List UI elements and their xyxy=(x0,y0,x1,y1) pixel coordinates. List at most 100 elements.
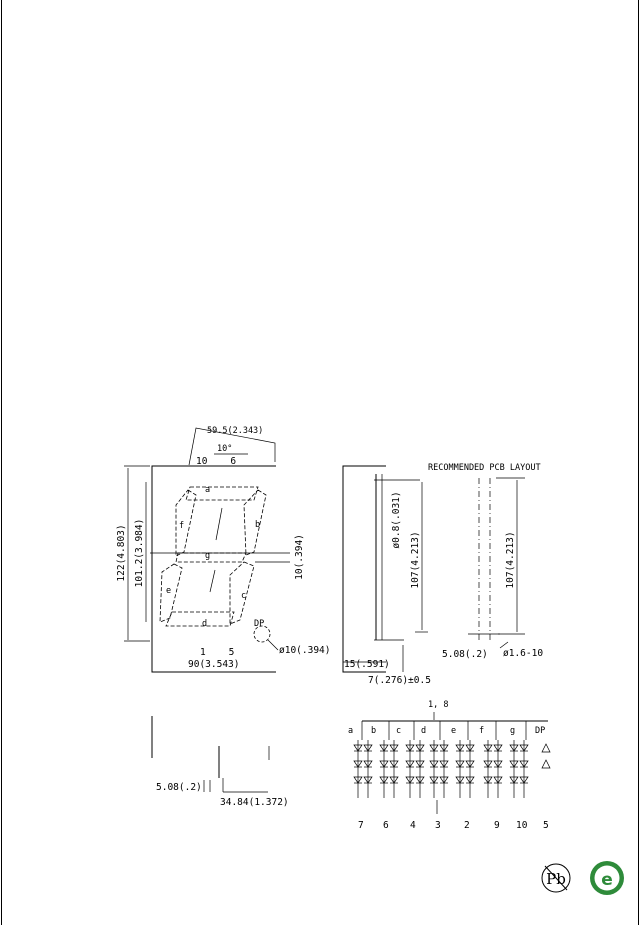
dp-diode-2 xyxy=(541,759,551,769)
dim-digit-height: 101.2(3.984) xyxy=(134,519,145,588)
led-diode-icon xyxy=(415,776,425,784)
led-diode-icon xyxy=(465,776,475,784)
dim-bottom-row: 34.84(1.372) xyxy=(220,797,289,808)
seg-label-d: d xyxy=(421,726,426,736)
led-diode-icon xyxy=(429,744,439,752)
dp-label: DP xyxy=(254,619,264,629)
seg-label-c: c xyxy=(396,726,401,736)
led-diode-icon xyxy=(483,760,493,768)
pins-top: 10 6 xyxy=(196,456,236,467)
side-body-outline xyxy=(342,465,386,673)
seg-label-g: g xyxy=(510,726,515,736)
dim-line-top xyxy=(188,427,276,466)
dim-top: 59.5(2.343) xyxy=(207,426,263,436)
front-view: 122(4.803) 101.2(3.984) 59.5(2.343) 10° … xyxy=(116,426,330,673)
dim-side-length: 107(4.213) xyxy=(410,531,421,588)
pin-number-dp: 5 xyxy=(543,820,549,831)
pin-number-e: 2 xyxy=(464,820,470,831)
led-diode-icon xyxy=(439,776,449,784)
pcb-layout-title: RECOMMENDED PCB LAYOUT xyxy=(428,463,541,473)
led-diode-icon xyxy=(405,760,415,768)
led-diode-icon xyxy=(353,776,363,784)
led-diode-icon xyxy=(493,760,503,768)
seg-label-dp: DP xyxy=(535,726,545,736)
pin-number-f: 9 xyxy=(494,820,500,831)
dim-pcb-pitch: 5.08(.2) xyxy=(442,649,488,660)
front-body-outline xyxy=(151,465,276,673)
led-diode-icon xyxy=(363,744,373,752)
segment-c xyxy=(229,561,255,625)
segment-label-d: d xyxy=(202,619,207,629)
led-diode-icon xyxy=(353,744,363,752)
pins-bottom: 1 5 xyxy=(200,647,234,658)
dim-pin-dia: ø0.8(.031) xyxy=(391,491,402,548)
led-diode-icon xyxy=(519,744,529,752)
segment-e xyxy=(159,563,183,623)
led-diode-icon xyxy=(379,744,389,752)
seg-label-f: f xyxy=(479,726,484,736)
pcb-layout: RECOMMENDED PCB LAYOUT 107(4.213) 5.08(.… xyxy=(428,463,543,660)
bottom-view: 5.08(.2) 34.84(1.372) xyxy=(151,716,289,808)
led-diode-icon xyxy=(509,744,519,752)
led-diode-icon xyxy=(363,776,373,784)
segment-f xyxy=(175,489,197,557)
led-diode-icon xyxy=(509,776,519,784)
led-diode-icon xyxy=(389,760,399,768)
segment-a xyxy=(185,486,259,501)
led-diode-icon xyxy=(509,760,519,768)
led-diode-icon xyxy=(455,760,465,768)
diode-grid xyxy=(353,740,529,798)
pin-number-d: 3 xyxy=(435,820,441,831)
dp-outline xyxy=(253,625,271,643)
led-diode-icon xyxy=(379,776,389,784)
dim-pcb-length: 107(4.213) xyxy=(505,531,516,588)
dim-pcb-hole: ø1.6-10 xyxy=(503,648,543,659)
led-diode-icon xyxy=(483,744,493,752)
seg-label-b: b xyxy=(371,726,376,736)
dim-angle: 10° xyxy=(217,444,232,454)
led-diode-icon xyxy=(429,760,439,768)
common-pins: 1, 8 xyxy=(428,700,448,710)
led-diode-icon xyxy=(465,744,475,752)
dim-depth: 15(.591) xyxy=(344,659,390,670)
led-diode-icon xyxy=(405,776,415,784)
rohs-text: e xyxy=(601,870,613,890)
led-diode-icon xyxy=(483,776,493,784)
dp-diode-1 xyxy=(541,743,551,753)
led-diode-icon xyxy=(439,760,449,768)
led-diode-icon xyxy=(465,760,475,768)
pin-number-c: 4 xyxy=(410,820,416,831)
led-diode-icon xyxy=(455,776,465,784)
led-diode-icon xyxy=(415,760,425,768)
led-diode-icon xyxy=(363,760,373,768)
led-diode-icon xyxy=(405,744,415,752)
dim-height: 122(4.803) xyxy=(116,524,127,581)
segment-label-a: a xyxy=(205,485,210,495)
led-diode-icon xyxy=(353,760,363,768)
led-diode-icon xyxy=(379,760,389,768)
dim-dp: ø10(.394) xyxy=(279,645,330,656)
dim-bottom-pitch: 5.08(.2) xyxy=(156,782,202,793)
segment-d xyxy=(165,611,235,627)
dim-width: 90(3.543) xyxy=(188,659,239,670)
segment-label-c: c xyxy=(241,591,246,601)
rohs-logo: e xyxy=(590,861,624,895)
pin-number-g: 10 xyxy=(516,820,528,831)
side-view: ø0.8(.031) 107(4.213) 15(.591) 7(.276)±0… xyxy=(342,465,431,686)
seg-label-e: e xyxy=(451,726,456,736)
segment-label-f: f xyxy=(179,521,184,531)
segment-label-e: e xyxy=(166,586,171,596)
segment-label-g: g xyxy=(205,551,210,561)
dim-segment-width: 10(.394) xyxy=(294,534,305,580)
circuit-diagram: 1, 8 a b c d e f g DP 7 6 4 3 2 9 10 5 xyxy=(348,700,551,831)
segment-g xyxy=(175,552,247,563)
pin-number-a: 7 xyxy=(358,820,364,831)
pb-free-logo: Pb xyxy=(541,863,571,893)
led-diode-icon xyxy=(493,776,503,784)
pin-number-b: 6 xyxy=(383,820,389,831)
dim-pin: 7(.276)±0.5 xyxy=(368,675,431,686)
led-diode-icon xyxy=(519,760,529,768)
led-diode-icon xyxy=(493,744,503,752)
